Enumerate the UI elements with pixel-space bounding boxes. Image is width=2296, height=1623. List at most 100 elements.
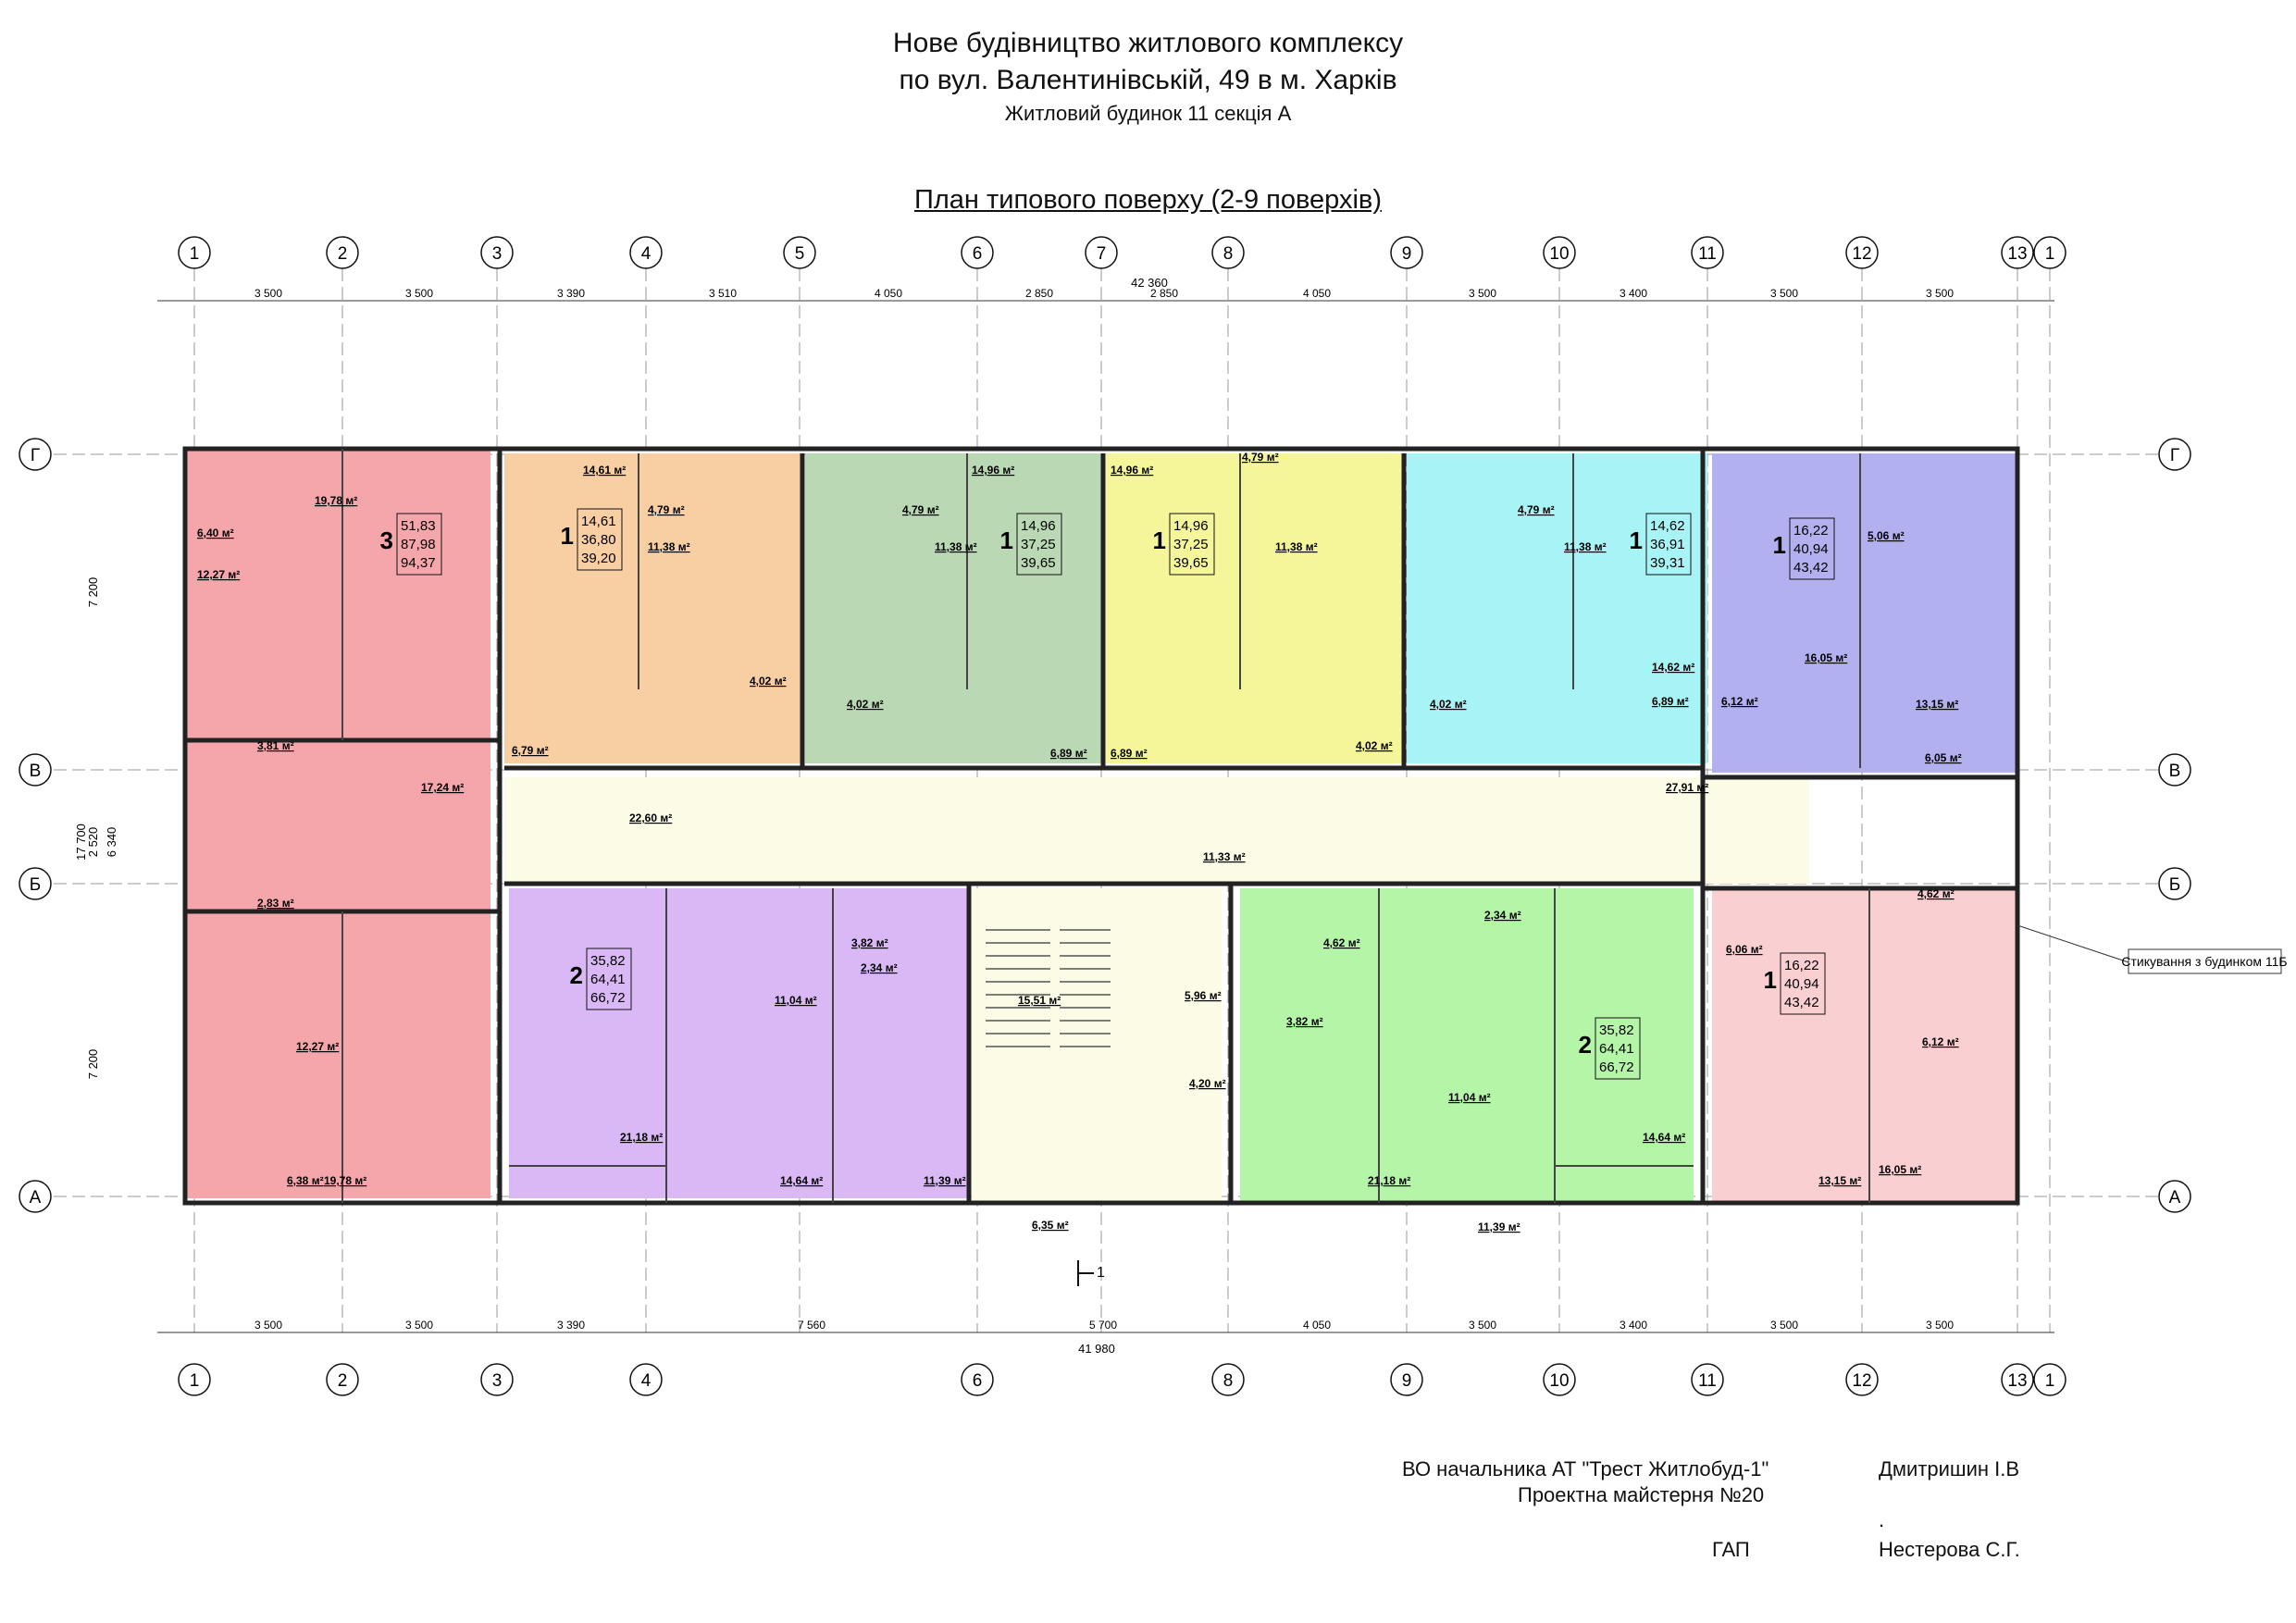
axis-bubble-row [2158, 438, 2191, 471]
room-area: 6,06 м² [1726, 943, 1763, 956]
apartment-room-count: 2 [570, 961, 583, 989]
axis-label-bottom: 3 [492, 1371, 503, 1391]
apartment-room-count: 3 [380, 527, 393, 554]
room-area: 4,02 м² [1430, 698, 1467, 711]
dim-top-label: 3 500 [405, 287, 433, 300]
apartment-room-count: 1 [1000, 527, 1013, 554]
apartment-area-value: 94,37 [401, 555, 436, 571]
room-area: 2,83 м² [257, 897, 294, 910]
dim-top-label: 3 400 [1620, 287, 1647, 300]
org-line-2: Проектна майстерня №20 [1518, 1483, 1765, 1506]
axis-bubble-bottom [1211, 1363, 1245, 1396]
room-area: 11,38 м² [1564, 540, 1607, 553]
room-area: 6,05 м² [1925, 751, 1962, 764]
project-address: по вул. Валентинівській, 49 в м. Харків [899, 65, 1397, 95]
axis-bubble-bottom [480, 1363, 514, 1396]
axis-bubble-top [1390, 236, 1423, 269]
axis-label-bottom: 1 [190, 1371, 200, 1391]
room-area: 22,60 м² [629, 812, 672, 824]
axis-label-row: Б [2169, 875, 2180, 895]
axis-bubble-row [2158, 753, 2191, 787]
room-area: 3,81 м² [257, 739, 294, 752]
room-area: 6,89 м² [1652, 695, 1689, 708]
apartment-area-value: 37,25 [1021, 537, 1056, 552]
axis-label-bottom: 10 [1549, 1371, 1569, 1391]
dim-left-part-3: 7 200 [86, 1049, 100, 1080]
zone-corridor [504, 777, 1809, 884]
zone-apt2-purple [509, 888, 967, 1198]
apartment-area-value: 39,65 [1021, 555, 1056, 571]
apartment-area-value: 16,22 [1784, 958, 1819, 973]
junction-note: Стикування з будинком 11Б [2017, 924, 2288, 974]
room-area: 15,51 м² [1018, 994, 1061, 1007]
apartment-area-value: 39,65 [1173, 555, 1209, 571]
org-line-1: ВО начальника АТ "Трест Житлобуд-1" [1402, 1457, 1769, 1481]
axis-bubble-bottom [2033, 1363, 2066, 1396]
axis-bubble-row [19, 867, 52, 900]
room-area: 19,78 м² [315, 494, 357, 507]
room-area: 4,79 м² [902, 503, 939, 516]
dim-bottom-label: 5 700 [1089, 1319, 1117, 1332]
room-area: 14,64 м² [1643, 1131, 1685, 1144]
apartment-labels: 351,8387,9894,37114,6136,8039,20114,9637… [380, 508, 1835, 1080]
room-area: 6,35 м² [1032, 1219, 1069, 1232]
dim-left-total: 17 700 [74, 824, 88, 861]
svg-text:Стикування з будинком 11Б: Стикування з будинком 11Б [2121, 954, 2287, 969]
axis-bubble-top [2001, 236, 2034, 269]
dim-top-label: 3 500 [1469, 287, 1496, 300]
signature-dot: . [1879, 1508, 1885, 1531]
axis-bubble-top [1085, 236, 1118, 269]
axis-bubble-bottom [2001, 1363, 2034, 1396]
axis-label-top: 10 [1549, 244, 1569, 264]
dim-top-label: 4 050 [875, 287, 902, 300]
axis-bubble-top [1845, 236, 1879, 269]
room-area: 14,61 м² [583, 464, 626, 477]
axis-bubble-bottom [178, 1363, 211, 1396]
axis-label-top: 7 [1097, 244, 1107, 264]
room-area: 6,12 м² [1721, 695, 1758, 708]
inner-walls [341, 449, 1870, 1203]
apartment-zones [185, 449, 2017, 1203]
zone-apt1-pink [1712, 888, 2017, 1203]
dim-bottom-label: 3 500 [1770, 1319, 1798, 1332]
axis-bubble-top [629, 236, 663, 269]
apartment-area-value: 66,72 [590, 990, 626, 1006]
axis-label-row: А [2169, 1188, 2181, 1208]
svg-text:1: 1 [1097, 1265, 1105, 1281]
axis-label-row: Г [2170, 446, 2179, 465]
axis-label-top: 8 [1223, 244, 1234, 264]
room-area: 2,34 м² [861, 961, 898, 974]
apartment-area-value: 35,82 [590, 953, 626, 969]
apartment-area-value: 43,42 [1793, 560, 1829, 576]
dim-top-label: 3 500 [1770, 287, 1798, 300]
zone-apt1-cyan [1407, 453, 1707, 763]
room-area: 13,15 м² [1916, 698, 1958, 711]
room-area: 11,38 м² [648, 540, 690, 553]
axis-label-bottom: 1 [2045, 1371, 2055, 1391]
axis-bubble-top [2033, 236, 2066, 269]
axis-label-bottom: 8 [1223, 1371, 1234, 1391]
dim-top-label: 3 500 [1926, 287, 1954, 300]
axis-bubble-bottom [1543, 1363, 1576, 1396]
apartment-room-count: 1 [1153, 527, 1166, 554]
axis-label-row: Б [30, 875, 41, 895]
axis-bubble-row [2158, 1180, 2191, 1213]
apartment-area-value: 35,82 [1599, 1022, 1634, 1038]
dimension-overall-bottom: 41 980 [1078, 1342, 1115, 1356]
dim-bottom-label: 3 500 [1469, 1319, 1496, 1332]
apartment-area-value: 43,42 [1784, 995, 1819, 1010]
room-area: 2,34 м² [1484, 909, 1521, 922]
apartment-area-value: 39,31 [1650, 555, 1685, 571]
axis-label-bottom: 2 [338, 1371, 348, 1391]
axis-bubble-bottom [1845, 1363, 1879, 1396]
